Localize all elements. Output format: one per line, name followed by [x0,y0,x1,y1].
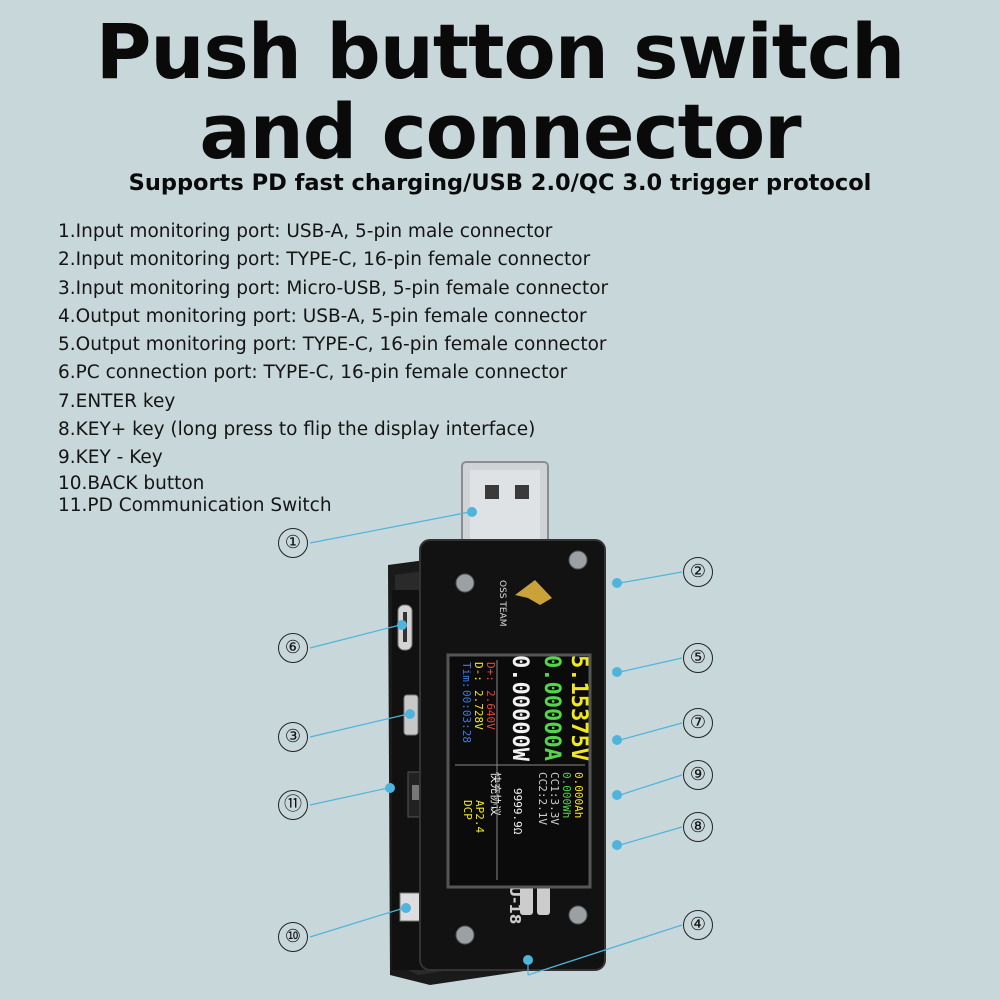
callout-10: ⑩ [278,922,308,952]
callout-4: ④ [683,910,713,940]
callout-3: ③ [278,722,308,752]
capacity-reading: 0.000Ah [572,772,585,818]
voltage-reading: 5.15375V [566,655,591,761]
feature-item: 5.Output monitoring port: TYPE-C, 16-pin… [58,334,607,356]
page-title-line1: Push button switch [95,7,906,96]
feature-item: 11.PD Communication Switch [58,494,332,516]
callout-2: ② [683,557,713,587]
dminus-value: 2.728V [472,690,485,730]
feature-item: 3.Input monitoring port: Micro-USB, 5-pi… [58,277,609,299]
power-reading: 0.00000W [507,655,532,762]
callout-1: ① [278,528,308,558]
feature-item: 8.KEY+ key (long press to flip the displ… [58,419,536,441]
current-reading: 0.00000A [539,655,564,761]
callout-7: ⑦ [683,708,713,738]
feature-item: 7.ENTER key [58,390,176,412]
feature-item: 4.Output monitoring port: USB-A, 5-pin f… [58,305,587,327]
feature-list: 1.Input monitoring port: USB-A, 5-pin ma… [58,218,608,517]
callout-6: ⑥ [278,633,308,663]
callout-11: ⑪ [278,790,308,820]
feature-item: 6.PC connection port: TYPE-C, 16-pin fem… [58,362,568,384]
callout-8: ⑧ [683,812,713,842]
feature-item: 2.Input monitoring port: TYPE-C, 16-pin … [58,249,591,271]
page-subtitle: Supports PD fast charging/USB 2.0/QC 3.0… [128,170,872,196]
model-label: U-18 [506,885,524,924]
dplus-label: D+: [484,662,497,682]
feature-item: 1.Input monitoring port: USB-A, 5-pin ma… [58,221,553,242]
brand-logo: OSS TEAM [497,580,552,626]
resistance-reading: 9999.9Ω [511,788,524,835]
energy-reading: 0.000Wh [560,772,573,818]
page-title-line2: and connector [199,87,801,176]
lcd-screen: 5.15375V 0.00000A 0.00000W 0.000Ah 0.000… [446,653,592,889]
callout-9: ⑨ [683,760,713,790]
protocol-2: DCP [461,800,474,820]
dplus-value: 2.640V [484,690,497,730]
callout-5: ⑤ [683,643,713,673]
feature-item: 9.KEY - Key [58,447,163,469]
brand-name: OSS TEAM [497,580,507,626]
time-value: 00:03:28 [460,690,473,743]
protocol-title: 快充协议 [489,772,503,816]
cc1-reading: CC1:3.3V [548,772,561,825]
feature-item: 10.BACK button [58,472,205,494]
cc2-reading: CC2:2.1V [536,772,549,825]
callout-leaders [309,507,683,976]
protocol-1: AP2.4 [473,800,486,833]
time-label: Tim: [460,662,473,689]
dminus-label: D-: [472,662,485,682]
